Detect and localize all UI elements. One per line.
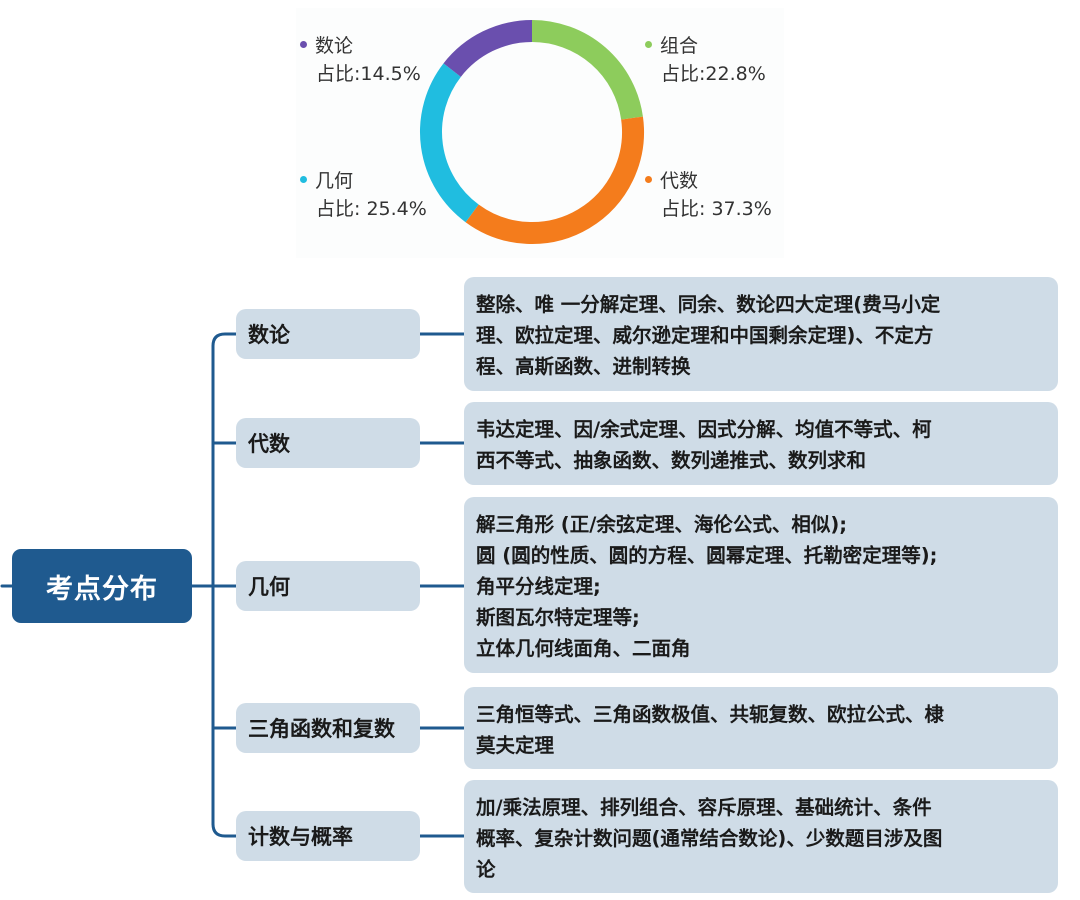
branch-connector bbox=[211, 822, 238, 838]
donut-slice-数论 bbox=[443, 20, 533, 78]
detail-trig-complex: 三角恒等式、三角函数极值、共轭复数、欧拉公式、棣 莫夫定理 bbox=[464, 687, 1058, 769]
branch-algebra: 代数 bbox=[236, 418, 420, 468]
legend-name: 数论 bbox=[315, 35, 354, 57]
legend-name: 代数 bbox=[660, 170, 699, 192]
legend-dot bbox=[645, 176, 652, 183]
detail-number-theory: 整除、唯 一分解定理、同余、数论四大定理(费马小定 理、欧拉定理、威尔逊定理和中… bbox=[464, 277, 1058, 391]
branch-connector bbox=[211, 332, 238, 348]
legend-name: 几何 bbox=[315, 170, 354, 192]
donut-slice-几何 bbox=[420, 63, 479, 223]
legend-number-theory: 数论 占比:14.5% bbox=[300, 32, 421, 88]
branch-geometry: 几何 bbox=[236, 561, 420, 611]
legend-percent: 占比: 37.3% bbox=[661, 198, 772, 220]
donut-chart bbox=[420, 20, 644, 244]
donut-slice-代数 bbox=[465, 116, 644, 244]
legend-percent: 占比:14.5% bbox=[316, 63, 421, 85]
legend-percent: 占比: 25.4% bbox=[316, 198, 427, 220]
branch-number-theory: 数论 bbox=[236, 309, 420, 359]
legend-dot bbox=[300, 176, 307, 183]
legend-combinatorics: 组合 占比:22.8% bbox=[645, 32, 766, 88]
legend-name: 组合 bbox=[660, 35, 699, 57]
branch-trig-complex: 三角函数和复数 bbox=[236, 703, 420, 753]
mindmap-root: 考点分布 bbox=[12, 549, 192, 623]
legend-percent: 占比:22.8% bbox=[661, 63, 766, 85]
legend-geometry: 几何 占比: 25.4% bbox=[300, 167, 427, 223]
detail-geometry: 解三角形 (正/余弦定理、海伦公式、相似); 圆 (圆的性质、圆的方程、圆幂定理… bbox=[464, 497, 1058, 673]
branch-counting-probability: 计数与概率 bbox=[236, 811, 420, 861]
donut-slice-组合 bbox=[531, 20, 643, 120]
donut-chart-area bbox=[296, 8, 784, 258]
legend-dot bbox=[645, 41, 652, 48]
legend-algebra: 代数 占比: 37.3% bbox=[645, 167, 772, 223]
detail-counting-probability: 加/乘法原理、排列组合、容斥原理、基础统计、条件 概率、复杂计数问题(通常结合数… bbox=[464, 780, 1058, 893]
detail-algebra: 韦达定理、因/余式定理、因式分解、均值不等式、柯 西不等式、抽象函数、数列递推式… bbox=[464, 402, 1058, 485]
legend-dot bbox=[300, 41, 307, 48]
